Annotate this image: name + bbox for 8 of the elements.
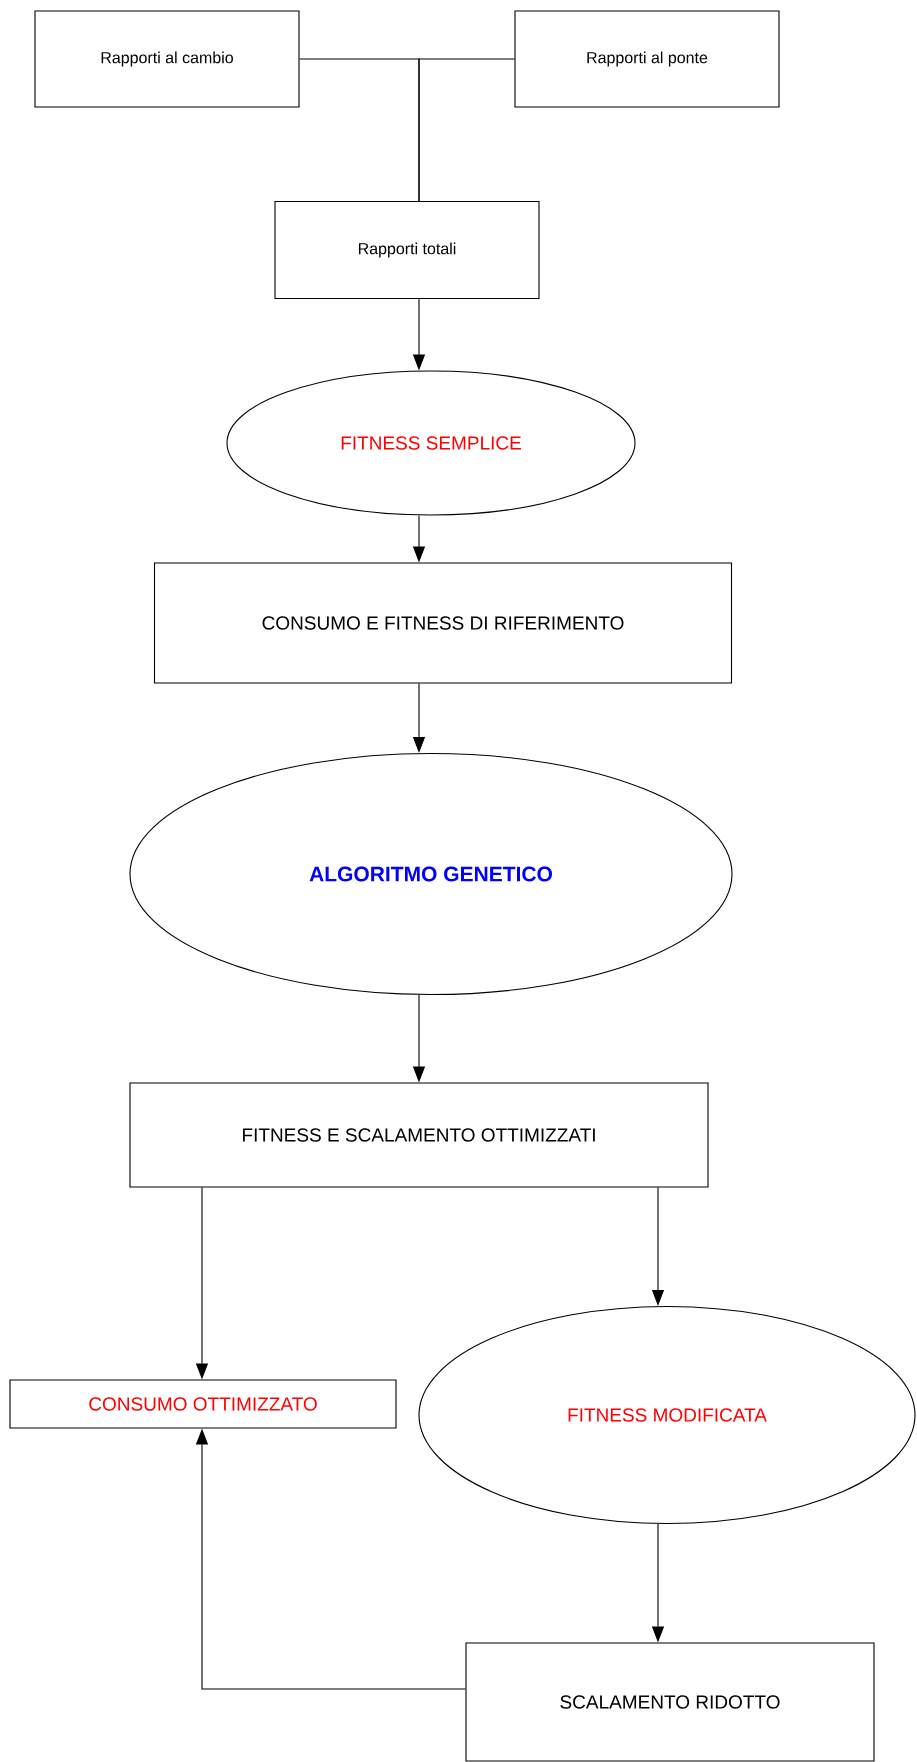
process-box: Rapporti totali [274, 200, 540, 300]
process-box: CONSUMO OTTIMIZZATO [9, 1379, 397, 1429]
connector-line [418, 58, 515, 202]
process-box: CONSUMO E FITNESS DI RIFERIMENTO [153, 562, 733, 684]
process-box: Rapporti al ponte [514, 10, 780, 108]
process-box: FITNESS E SCALAMENTO OTTIMIZZATI [129, 1082, 709, 1188]
process-box: Rapporti al cambio [34, 10, 300, 108]
process-box: SCALAMENTO RIDOTTO [465, 1642, 875, 1762]
